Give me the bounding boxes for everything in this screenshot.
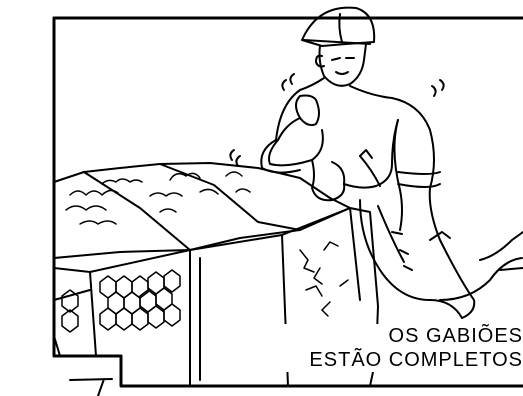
caption-line-2: ESTÃO COMPLETOS — [309, 349, 523, 371]
caption-text: OS GABIÕES ESTÃO COMPLETOS — [273, 324, 523, 372]
panel-frame — [52, 16, 523, 396]
caption-line-1: OS GABIÕES — [388, 325, 523, 347]
gabion-mesh — [61, 171, 349, 333]
soldier — [229, 6, 523, 319]
